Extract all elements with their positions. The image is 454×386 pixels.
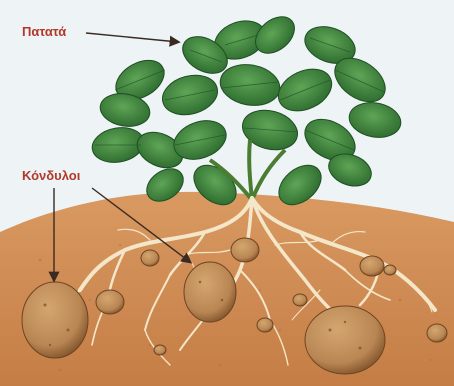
tuber-large-right xyxy=(305,306,385,374)
tuber-center xyxy=(184,262,236,322)
tuber-small-9 xyxy=(154,345,166,355)
tuber-small-7 xyxy=(293,294,307,306)
plant-label: Πατατά xyxy=(22,24,66,39)
tubers-label: Κόνδυλοι xyxy=(22,168,81,183)
tuber-small-4 xyxy=(427,324,447,342)
tuber-small-5 xyxy=(141,250,159,266)
tuber-small-2 xyxy=(231,238,259,262)
tuber-small-6 xyxy=(257,318,273,332)
tuber-small-1 xyxy=(96,290,124,314)
tuber-large-left xyxy=(22,282,88,358)
tuber-small-3 xyxy=(360,256,384,276)
tuber-small-8 xyxy=(384,265,396,275)
